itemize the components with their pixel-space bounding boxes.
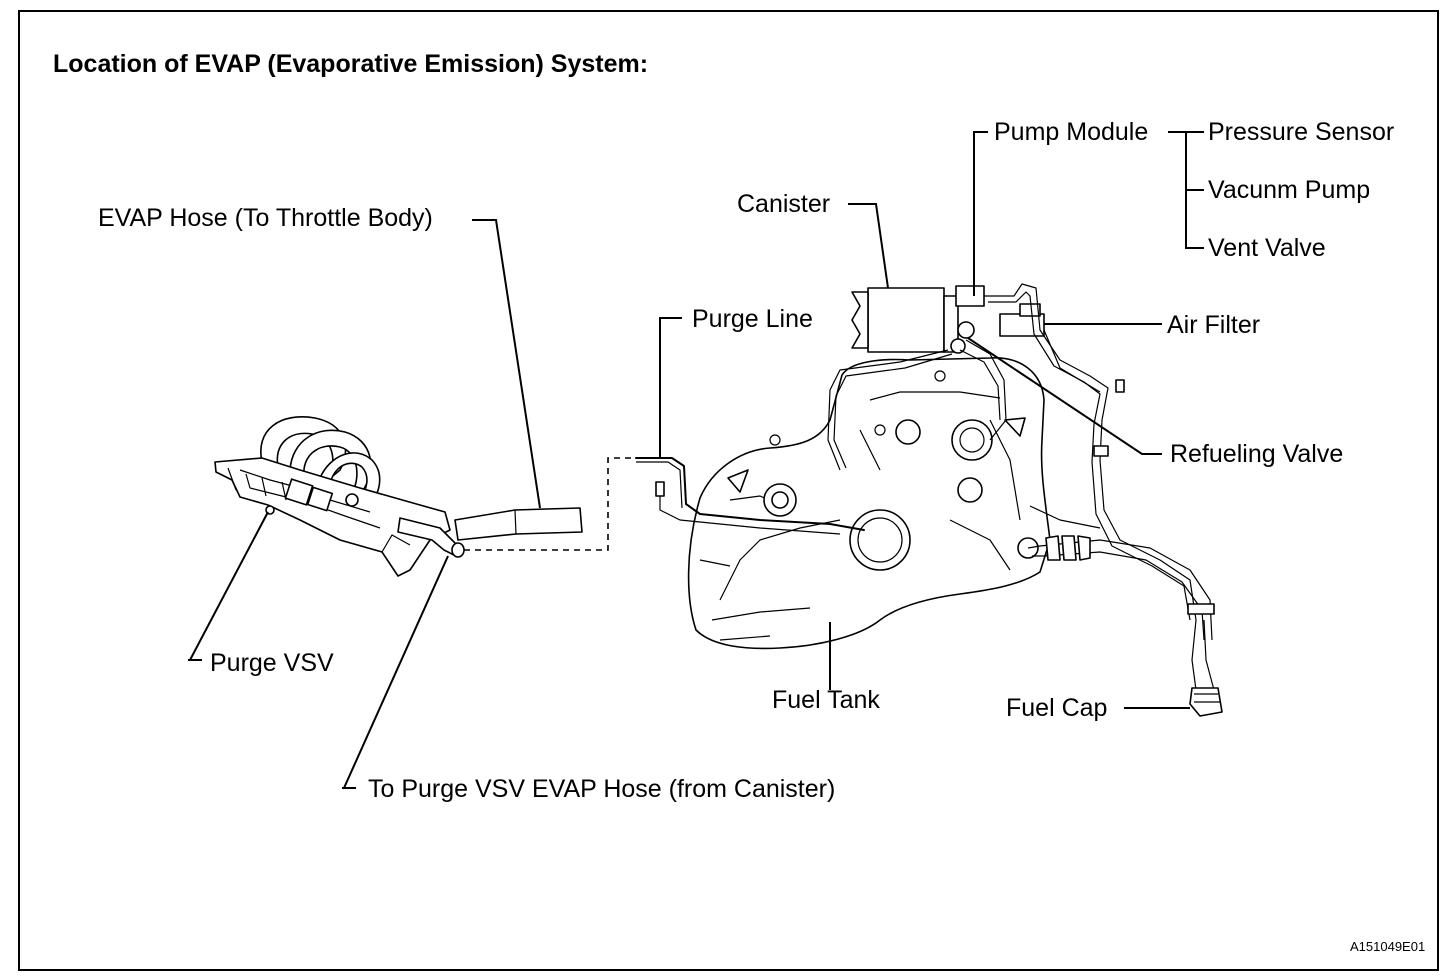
leader-lines	[188, 131, 1204, 789]
label-air-filter: Air Filter	[1167, 311, 1261, 339]
label-pressure-sensor: Pressure Sensor	[1208, 118, 1395, 146]
fuel-tank-illustration	[635, 283, 1223, 717]
label-evap-hose-throttle: EVAP Hose (To Throttle Body)	[98, 204, 433, 232]
label-purge-vsv: Purge VSV	[210, 649, 334, 677]
label-canister: Canister	[737, 190, 831, 218]
label-to-purge-vsv-hose: To Purge VSV EVAP Hose (from Canister)	[368, 775, 836, 803]
diagram-title: Location of EVAP (Evaporative Emission) …	[53, 50, 649, 78]
label-vacuum-pump: Vacunm Pump	[1208, 176, 1371, 204]
diagram-border	[18, 10, 1439, 971]
label-fuel-tank: Fuel Tank	[772, 686, 880, 714]
label-vent-valve: Vent Valve	[1208, 234, 1326, 262]
figure-code: A151049E01	[1350, 939, 1426, 954]
label-purge-line: Purge Line	[692, 305, 813, 333]
dashed-connection	[464, 457, 636, 551]
purge-vsv-illustration	[214, 416, 583, 577]
label-pump-module: Pump Module	[994, 118, 1149, 146]
label-fuel-cap: Fuel Cap	[1006, 694, 1108, 722]
label-refueling-valve: Refueling Valve	[1170, 440, 1344, 468]
